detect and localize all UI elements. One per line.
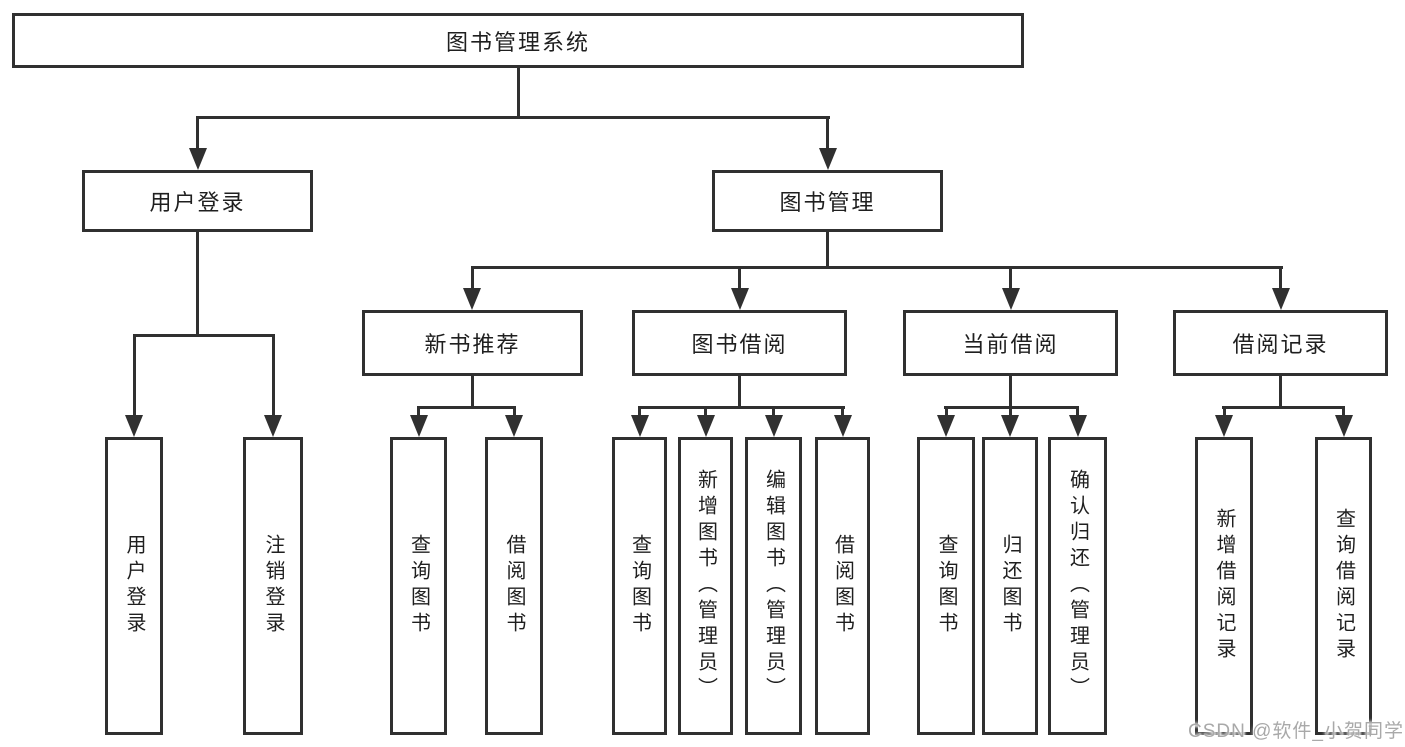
- connector-drop-leaf: [417, 407, 420, 417]
- arrow-down-icon: [1001, 415, 1019, 437]
- connector-drop-leaf: [772, 407, 775, 417]
- arrow-down-icon: [730, 288, 749, 310]
- connector-drop-leaf: [132, 335, 136, 417]
- arrow-down-icon: [937, 415, 955, 437]
- connector-drop-leaf: [512, 407, 516, 417]
- leaf-return-books: 归还图书: [982, 437, 1038, 735]
- node-user-login: 用户登录: [82, 170, 313, 232]
- connector-new-book-rec-stem: [471, 376, 474, 409]
- node-book-mgmt: 图书管理: [712, 170, 943, 232]
- connector-drop-level3: [470, 268, 474, 290]
- leaf-confirm-return-admin: 确认归还（管理员）: [1048, 437, 1107, 735]
- leaf-query-borrow-record: 查询借阅记录: [1315, 437, 1372, 735]
- connector-drop-book-mgmt: [826, 118, 829, 152]
- node-root: 图书管理系统: [12, 13, 1024, 68]
- arrow-down-icon: [264, 415, 282, 437]
- connector-user-login-split: [132, 333, 275, 337]
- connector-current-borrow-split: [944, 405, 1079, 409]
- node-borrow-records: 借阅记录: [1173, 310, 1388, 376]
- arrow-down-icon: [1001, 288, 1020, 310]
- arrow-down-icon: [505, 415, 523, 437]
- connector-book-borrow-stem: [738, 376, 741, 409]
- leaf-user-login: 用户登录: [105, 437, 163, 735]
- connector-root-stem: [516, 68, 520, 118]
- connector-drop-leaf: [841, 407, 844, 417]
- leaf-edit-books-admin: 编辑图书（管理员）: [745, 437, 802, 735]
- arrow-down-icon: [1068, 415, 1087, 437]
- arrow-down-icon: [188, 148, 207, 170]
- arrow-down-icon: [1271, 288, 1290, 310]
- connector-drop-leaf: [1222, 407, 1226, 417]
- connector-drop-leaf: [1342, 407, 1345, 417]
- node-book-borrow: 图书借阅: [632, 310, 847, 376]
- connector-user-login-stem: [196, 232, 199, 335]
- arrow-down-icon: [1334, 415, 1353, 437]
- arrow-down-icon: [696, 415, 715, 437]
- arrow-down-icon: [125, 415, 143, 437]
- connector-book-borrow-split: [638, 405, 845, 409]
- connector-drop-level3: [1279, 268, 1282, 290]
- node-new-book-rec: 新书推荐: [362, 310, 583, 376]
- arrow-down-icon: [463, 288, 481, 310]
- connector-drop-leaf: [638, 407, 641, 417]
- arrow-down-icon: [1215, 415, 1233, 437]
- connector-book-mgmt-stem: [826, 232, 829, 268]
- leaf-borrow-books: 借阅图书: [485, 437, 543, 735]
- leaf-logout: 注销登录: [243, 437, 303, 735]
- connector-current-borrow-stem: [1009, 376, 1012, 409]
- arrow-down-icon: [764, 415, 783, 437]
- arrow-down-icon: [409, 415, 428, 437]
- connector-new-book-rec-split: [417, 405, 516, 409]
- arrow-down-icon: [630, 415, 649, 437]
- connector-drop-level3: [1009, 268, 1012, 290]
- arrow-down-icon: [833, 415, 852, 437]
- connector-drop-leaf: [944, 407, 948, 417]
- connector-borrow-records-stem: [1279, 376, 1282, 409]
- leaf-query-books: 查询图书: [917, 437, 975, 735]
- leaf-query-books: 查询图书: [612, 437, 667, 735]
- leaf-borrow-books: 借阅图书: [815, 437, 870, 735]
- connector-borrow-records-split: [1222, 405, 1345, 409]
- connector-drop-level3: [738, 268, 741, 290]
- node-current-borrow: 当前借阅: [903, 310, 1118, 376]
- connector-drop-leaf: [271, 335, 275, 417]
- leaf-add-borrow-record: 新增借阅记录: [1195, 437, 1253, 735]
- leaf-add-books-admin: 新增图书（管理员）: [678, 437, 733, 735]
- csdn-watermark: CSDN @软件_小贺同学: [1188, 721, 1404, 742]
- connector-drop-user-login: [196, 118, 199, 152]
- arrow-down-icon: [818, 148, 837, 170]
- leaf-query-books: 查询图书: [390, 437, 447, 735]
- connector-root-split: [196, 115, 830, 119]
- connector-drop-leaf: [1076, 407, 1079, 417]
- connector-book-mgmt-split: [470, 265, 1283, 269]
- connector-drop-leaf: [1008, 407, 1012, 417]
- connector-drop-leaf: [704, 407, 707, 417]
